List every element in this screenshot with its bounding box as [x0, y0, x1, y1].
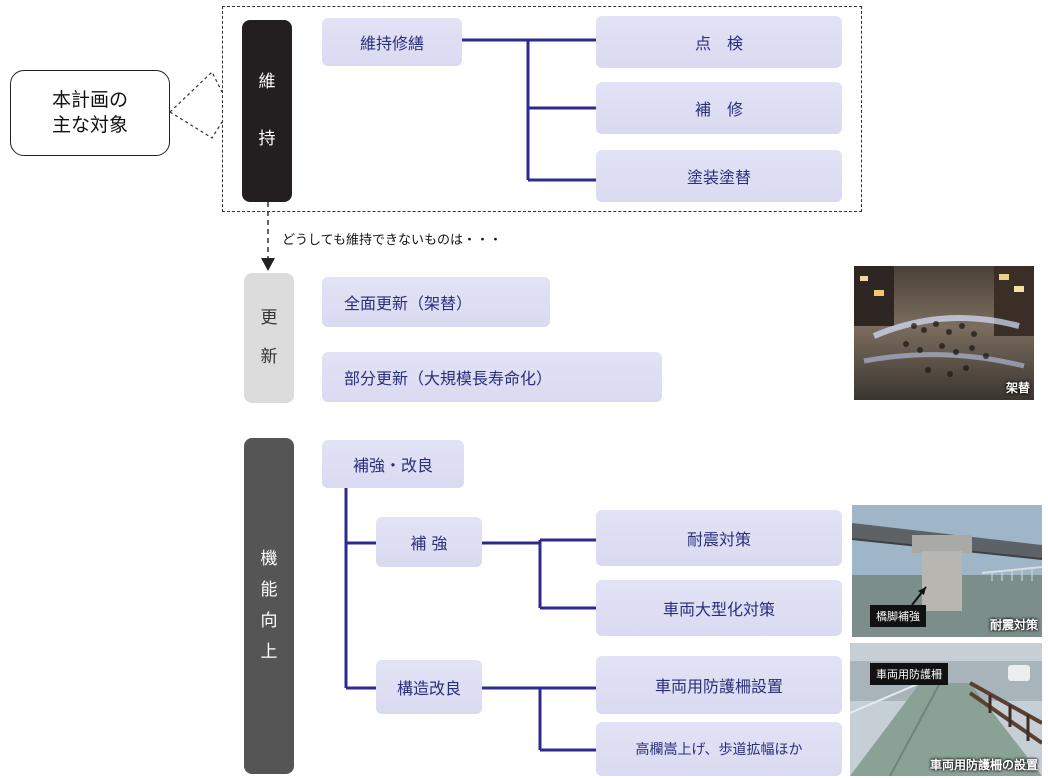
item-repair: 補 修	[596, 82, 842, 134]
item-full-renewal: 全面更新（架替）	[322, 277, 550, 327]
photo-bridge-replacement-tag: 架替	[1005, 381, 1030, 395]
category-renewal-char-1: 更	[260, 308, 278, 328]
callout-pointer-lines	[169, 71, 223, 139]
category-maintenance-char-2: 持	[258, 129, 276, 149]
item-maintenance-repair: 維持修繕	[322, 18, 462, 66]
photo-seismic-countermeasure: 橋脚補強 耐震対策	[852, 505, 1042, 637]
category-maintenance: 維 持	[242, 20, 292, 202]
photo-guardrail-tag: 車両用防護柵の設置	[929, 758, 1038, 772]
improvement-tree-lines	[344, 488, 596, 752]
item-reinforcement-improvement: 補強・改良	[322, 440, 464, 488]
photo-bridge-replacement: 架替	[854, 266, 1034, 400]
item-vehicle-guardrail: 車両用防護柵設置	[596, 656, 842, 714]
item-structural-improvement: 構造改良	[376, 660, 482, 714]
plan-target-callout: 本計画の 主な対象	[10, 70, 170, 156]
transition-arrow	[261, 202, 275, 271]
photo-seismic-label: 橋脚補強	[870, 605, 926, 627]
photo-seismic-countermeasure-image	[852, 505, 1042, 637]
photo-seismic-tag: 耐震対策	[989, 618, 1038, 632]
category-improvement-char-3: 向	[260, 611, 278, 631]
item-inspection: 点 検	[596, 16, 842, 68]
category-improvement-char-1: 機	[260, 549, 278, 569]
item-seismic-countermeasure: 耐震対策	[596, 510, 842, 566]
item-railing-raise-sidewalk: 高欄嵩上げ、歩道拡幅ほか	[596, 722, 842, 776]
photo-guardrail-installation: 車両用防護柵 車両用防護柵の設置	[850, 643, 1042, 776]
item-large-vehicle-countermeasure: 車両大型化対策	[596, 580, 842, 636]
category-renewal-char-2: 新	[260, 347, 278, 367]
category-renewal: 更 新	[244, 273, 294, 403]
item-partial-renewal: 部分更新（大規模長寿命化）	[322, 352, 662, 402]
category-maintenance-char-1: 維	[258, 72, 276, 92]
maintenance-scope-frame	[222, 6, 862, 212]
item-reinforcement: 補 強	[376, 517, 482, 567]
category-improvement-char-2: 能	[260, 580, 278, 600]
callout-line-2: 主な対象	[51, 114, 128, 136]
photo-guardrail-label: 車両用防護柵	[870, 663, 948, 685]
callout-line-1: 本計画の	[51, 89, 128, 112]
category-improvement-char-4: 上	[260, 642, 278, 662]
category-improvement: 機 能 向 上	[244, 438, 294, 774]
item-repainting: 塗装塗替	[596, 150, 842, 202]
transition-note: どうしても維持できないものは・・・	[282, 233, 502, 248]
photo-bridge-replacement-image	[854, 266, 1034, 400]
maintenance-tree-lines	[462, 38, 596, 182]
